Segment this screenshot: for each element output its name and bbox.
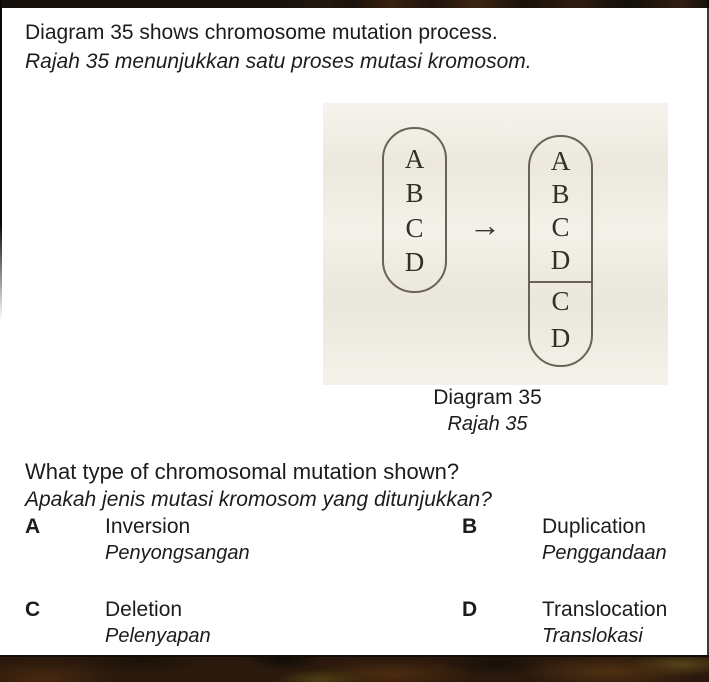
- gene-segment: B: [551, 179, 570, 209]
- option-d: D Translocation Translokasi: [462, 596, 667, 650]
- gene-segment: A: [550, 146, 571, 176]
- gene-segment: C: [551, 286, 570, 316]
- option-c-letter: C: [25, 598, 41, 621]
- intro-text-en: Diagram 35 shows chromosome mutation pro…: [25, 21, 498, 44]
- background-pattern-strip: [0, 655, 709, 682]
- chromosome-before: A B C D: [382, 127, 447, 293]
- gene-segment: D: [404, 246, 425, 277]
- option-a: A Inversion Penyongsangan: [25, 513, 250, 567]
- question-text: What type of chromosomal mutation shown?…: [25, 458, 492, 514]
- option-d-label-en: Translocation: [542, 598, 668, 621]
- question-text-en: What type of chromosomal mutation shown?: [25, 459, 460, 484]
- gene-segment: C: [551, 212, 570, 242]
- option-c-label-ms: Pelenyapan: [105, 625, 211, 647]
- chromosome-after-upper-section: A B C D: [530, 137, 591, 283]
- gene-segment: D: [550, 245, 571, 275]
- option-a-letter: A: [25, 515, 41, 538]
- gene-segment: A: [404, 144, 425, 174]
- question-text-ms: Apakah jenis mutasi kromosom yang ditunj…: [25, 488, 492, 511]
- caption-text-ms: Rajah 35: [447, 413, 528, 435]
- right-arrow-icon: →: [469, 207, 501, 243]
- gene-segment: C: [405, 212, 424, 243]
- diagram-scan: A B C D → A B C D C D: [323, 103, 668, 385]
- option-d-label-ms: Translokasi: [542, 625, 643, 647]
- option-b-letter: B: [462, 515, 478, 538]
- intro-text-ms: Rajah 35 menunjukkan satu proses mutasi …: [25, 50, 532, 73]
- caption-text-en: Diagram 35: [433, 386, 542, 409]
- option-b-label-en: Duplication: [542, 515, 646, 538]
- right-border-strip: [707, 0, 709, 682]
- option-a-label-ms: Penyongsangan: [105, 542, 250, 564]
- left-border-strip: [0, 0, 2, 320]
- option-c: C Deletion Pelenyapan: [25, 596, 211, 650]
- option-c-label-en: Deletion: [105, 598, 183, 621]
- question-intro: Diagram 35 shows chromosome mutation pro…: [25, 18, 532, 76]
- option-b: B Duplication Penggandaan: [462, 513, 667, 567]
- chromosome-after: A B C D C D: [528, 135, 593, 367]
- option-a-label-en: Inversion: [105, 515, 191, 538]
- top-border-strip: [0, 0, 709, 8]
- option-b-label-ms: Penggandaan: [542, 542, 667, 564]
- chromosome-after-duplicated-section: C D: [530, 283, 591, 365]
- gene-segment: B: [405, 178, 424, 209]
- diagram-caption: Diagram 35 Rajah 35: [385, 384, 590, 438]
- option-d-letter: D: [462, 598, 478, 621]
- gene-segment: D: [550, 323, 571, 353]
